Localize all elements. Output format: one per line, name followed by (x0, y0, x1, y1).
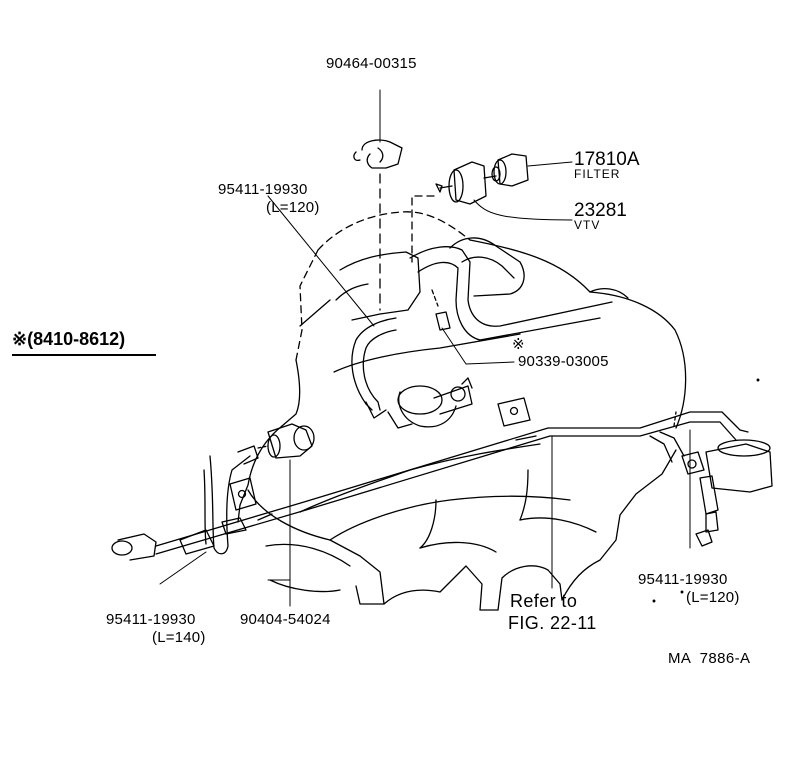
vacuum-line (155, 411, 749, 589)
range-note-underline (12, 354, 156, 356)
filter-part-number: 17810A (574, 149, 640, 170)
vtv-part-name: VTV (574, 218, 601, 232)
lower-left-hose-part-number: 95411-19930 (106, 611, 196, 628)
drawing-code: MA 7886-A (668, 650, 751, 667)
reference-line-1: Refer to (510, 591, 578, 611)
vacuum-plug (431, 289, 515, 365)
clip-part-number: 90464-00315 (326, 55, 417, 72)
right-hose-length: (L=120) (686, 589, 740, 606)
valve-assembly (387, 377, 473, 429)
right-vsv (649, 411, 773, 549)
lower-left-hose-length: (L=140) (152, 629, 206, 646)
upper-hose-length: (L=120) (266, 199, 320, 216)
hose-clip (353, 89, 403, 311)
right-hose-part-number: 95411-19930 (638, 571, 728, 588)
filter-part (491, 153, 573, 187)
left-fitting (111, 445, 259, 585)
upper-pipes (299, 237, 613, 373)
upper-vacuum-hose (267, 195, 397, 419)
reference-line-2: FIG. 22-11 (508, 613, 597, 633)
range-note: ※(8410-8612) (12, 330, 125, 348)
filter-part-name: FILTER (574, 167, 621, 181)
plug-part-number: 90339-03005 (518, 353, 609, 370)
vtv-part-number: 23281 (574, 200, 627, 221)
plug-symbol: ※ (512, 336, 525, 353)
vtv-part (411, 161, 573, 263)
union-bolt-part-number: 90404-54024 (240, 611, 331, 628)
range-note-symbol: ※ (12, 329, 28, 349)
range-note-text: (8410-8612) (27, 329, 126, 349)
upper-hose-part-number: 95411-19930 (218, 181, 308, 198)
union-bolt (257, 423, 315, 607)
